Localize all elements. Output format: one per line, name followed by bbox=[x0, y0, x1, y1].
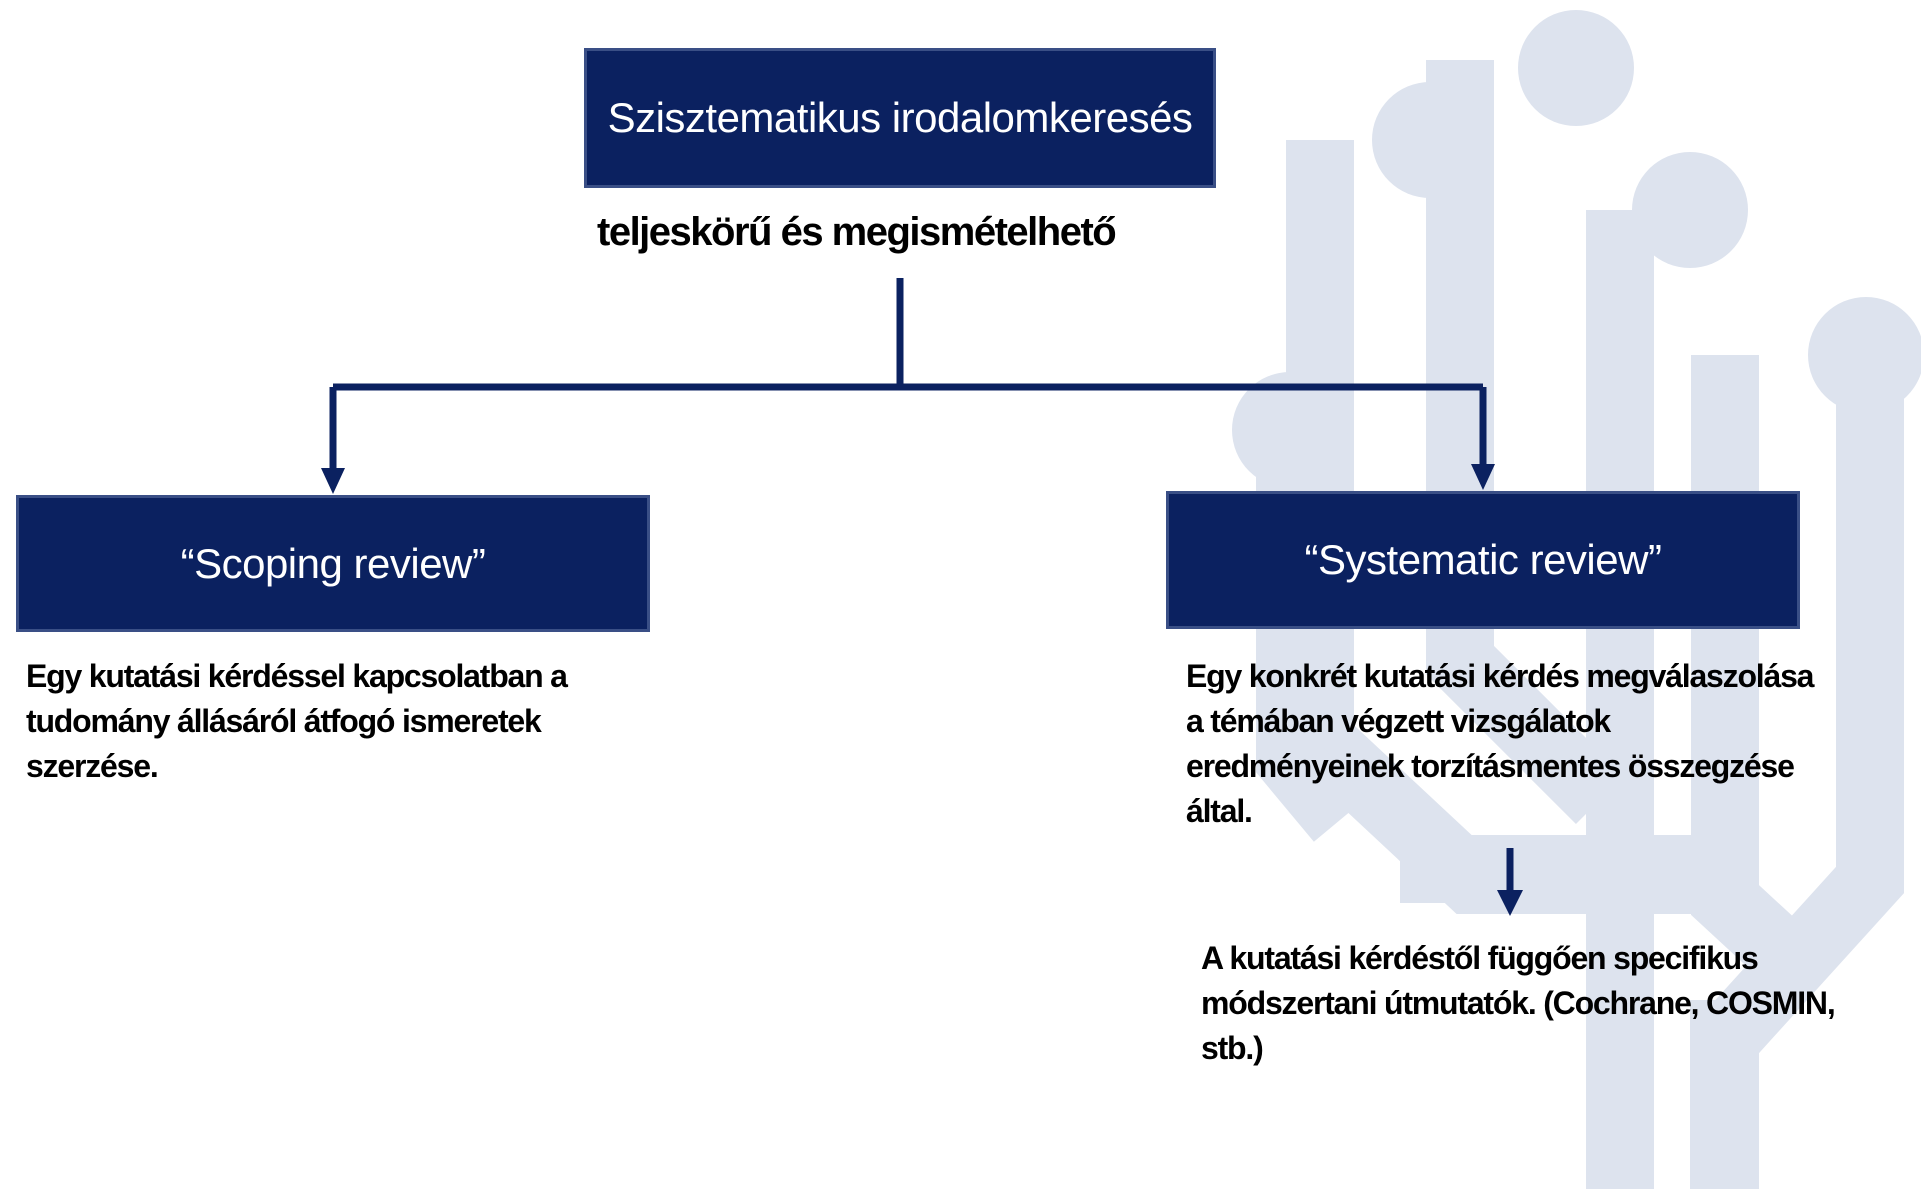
systematic-literature-search-box: Szisztematikus irodalomkeresés bbox=[584, 48, 1216, 188]
circuit-node-3 bbox=[1632, 152, 1748, 268]
scoping-review-box: “Scoping review” bbox=[16, 495, 650, 632]
arrowhead-followup bbox=[1497, 890, 1523, 916]
search-subtitle: teljeskörű és megismételhető bbox=[597, 210, 1117, 254]
systematic-review-title: “Systematic review” bbox=[1304, 536, 1662, 583]
circuit-node-5 bbox=[1232, 372, 1348, 488]
systematic-review-description: Egy konkrét kutatási kérdés megválaszolá… bbox=[1186, 658, 1814, 829]
circuit-trace-2 bbox=[1426, 60, 1625, 825]
circuit-node-1 bbox=[1372, 82, 1488, 198]
circuit-node-2 bbox=[1518, 10, 1634, 126]
scoping-review-description: Egy kutatási kérdéssel kapcsolatban a tu… bbox=[26, 658, 568, 784]
circuit-trace-7 bbox=[1400, 835, 1756, 903]
arrowhead-right bbox=[1471, 464, 1495, 490]
systematic-review-box: “Systematic review” bbox=[1166, 491, 1800, 629]
circuit-node-4 bbox=[1808, 297, 1921, 413]
circuit-trace-8 bbox=[1690, 1000, 1758, 1189]
arrowhead-left bbox=[321, 468, 345, 494]
systematic-literature-search-title: Szisztematikus irodalomkeresés bbox=[607, 94, 1193, 141]
scoping-review-title: “Scoping review” bbox=[180, 539, 486, 587]
methodology-guidelines-description: A kutatási kérdéstől függően specifikus … bbox=[1201, 940, 1836, 1066]
